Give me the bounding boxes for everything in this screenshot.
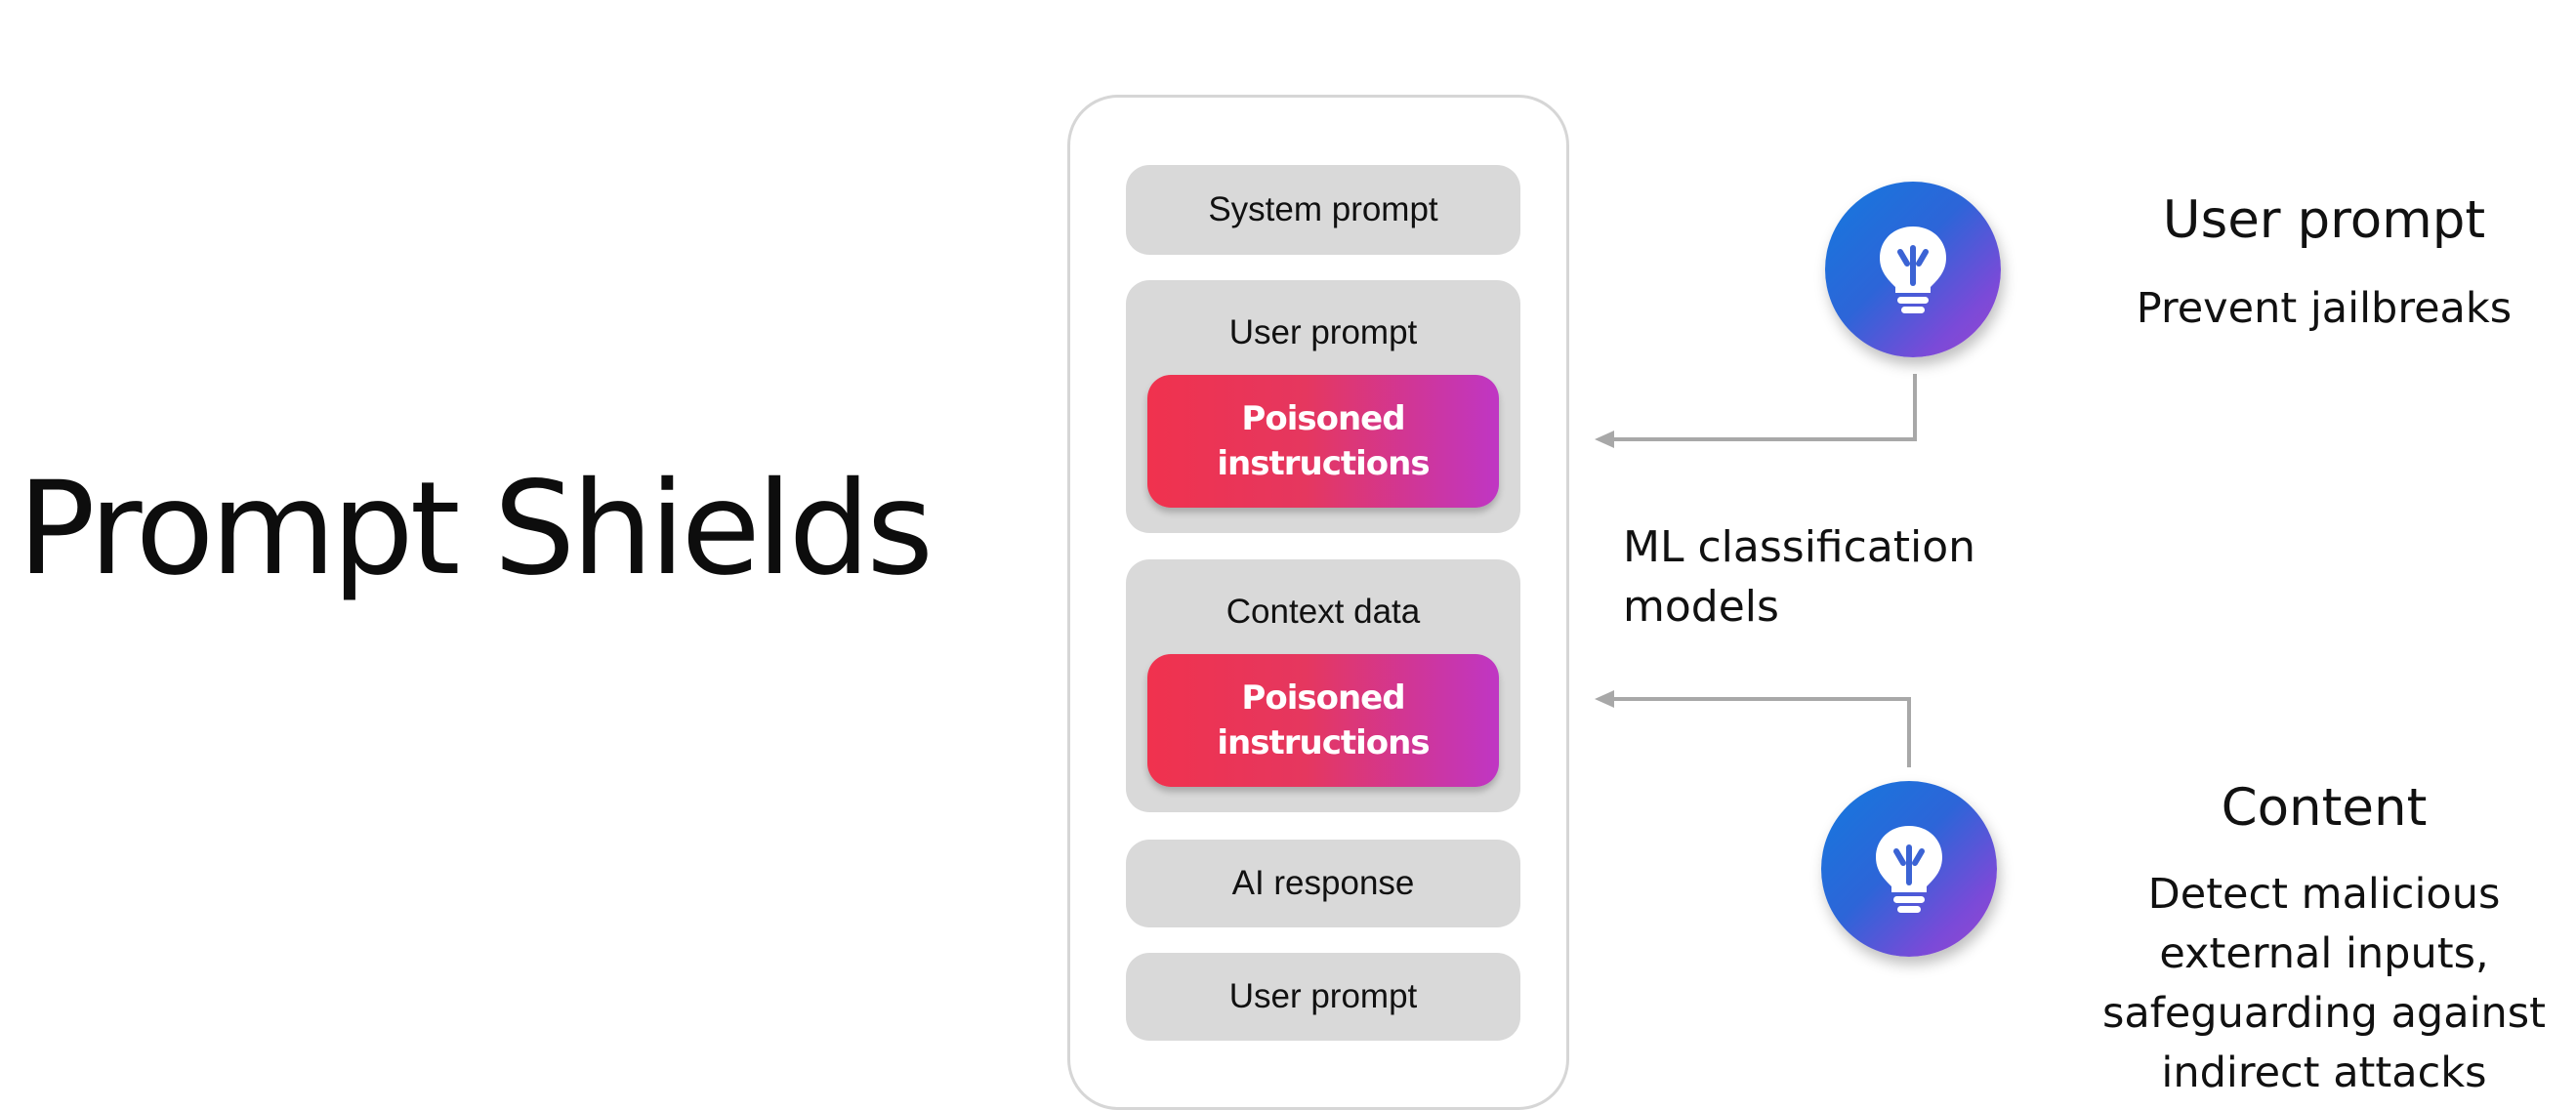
page-title: Prompt Shields xyxy=(18,454,934,604)
user-prompt-shield-badge xyxy=(1825,182,2001,357)
system-prompt-label: System prompt xyxy=(1208,190,1438,228)
connector-content xyxy=(1611,697,1911,767)
user-prompt-block: User prompt Poisoned instructions xyxy=(1126,280,1520,533)
content-shield-badge xyxy=(1821,781,1997,957)
poisoned-instructions-label: Poisoned instructions xyxy=(1217,678,1430,762)
poisoned-instructions-context: Poisoned instructions xyxy=(1147,654,1499,787)
content-heading: Content xyxy=(2221,778,2428,838)
context-data-block: Context data Poisoned instructions xyxy=(1126,559,1520,812)
user-prompt-heading: User prompt xyxy=(2162,190,2486,250)
lightbulb-icon xyxy=(1880,226,1946,313)
lightbulb-icon xyxy=(1876,826,1942,913)
content-description: Detect malicious external inputs, safegu… xyxy=(2101,870,2547,1097)
ai-response-label: AI response xyxy=(1231,864,1415,902)
arrowhead-user-prompt xyxy=(1595,431,1614,448)
user-prompt-block-2: User prompt xyxy=(1126,953,1520,1041)
system-prompt-block: System prompt xyxy=(1126,165,1520,255)
context-data-label: Context data xyxy=(1226,593,1421,631)
ai-response-block: AI response xyxy=(1126,840,1520,927)
poisoned-instructions-user: Poisoned instructions xyxy=(1147,375,1499,508)
arrowhead-content xyxy=(1595,690,1614,708)
user-prompt-label: User prompt xyxy=(1228,313,1418,351)
user-prompt-label-2: User prompt xyxy=(1228,977,1418,1015)
poisoned-instructions-label: Poisoned instructions xyxy=(1217,399,1430,483)
ml-classification-label: ML classification models xyxy=(1623,522,1976,632)
connector-user-prompt xyxy=(1611,374,1917,441)
user-prompt-description: Prevent jailbreaks xyxy=(2136,284,2513,333)
